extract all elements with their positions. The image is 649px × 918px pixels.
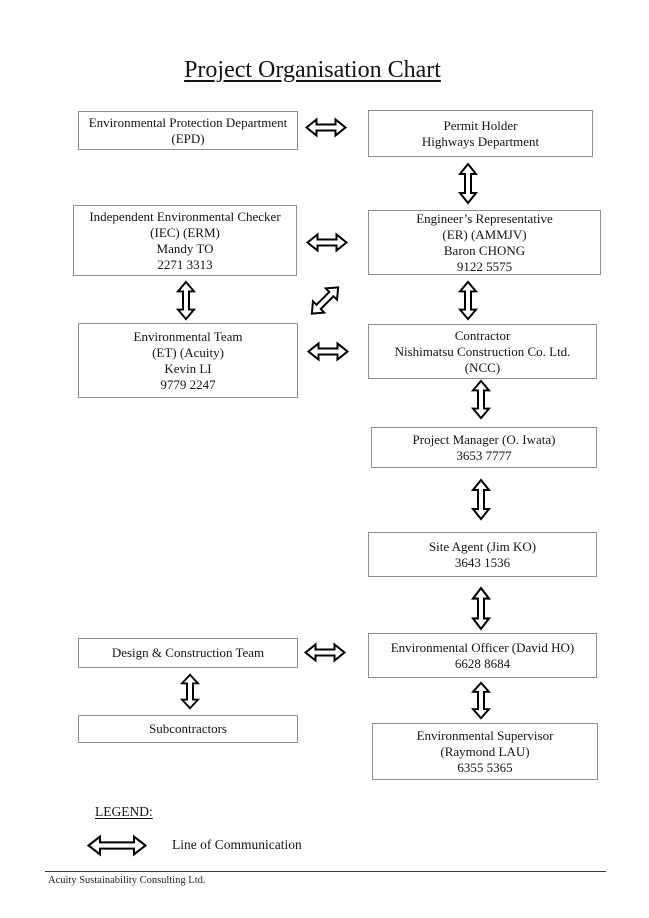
- footer-divider: [45, 871, 606, 872]
- legend-double-arrow-icon: [86, 834, 148, 857]
- node-environmental-team: Environmental Team (ET) (Acuity) Kevin L…: [78, 323, 298, 398]
- node-line: 9122 5575: [456, 258, 513, 274]
- node-site-agent: Site Agent (Jim KO) 3643 1536: [368, 532, 597, 577]
- node-line: 6628 8684: [454, 655, 511, 671]
- comm-arrow-iec-er-icon: [305, 232, 349, 253]
- node-line: 6355 5365: [457, 759, 513, 775]
- node-line: Independent Environmental Checker: [89, 208, 281, 224]
- page-title: Project Organisation Chart: [184, 57, 441, 83]
- node-line: (Raymond LAU): [440, 743, 530, 759]
- node-line: Site Agent (Jim KO): [428, 538, 537, 554]
- node-line: Project Manager (O. Iwata): [412, 431, 556, 447]
- node-contractor: Contractor Nishimatsu Construction Co. L…: [368, 324, 597, 379]
- footer-company-name: Acuity Sustainability Consulting Ltd.: [48, 875, 206, 886]
- node-line: Engineer’s Representative: [416, 210, 553, 226]
- node-line: Contractor: [454, 327, 511, 343]
- node-line: Design & Construction Team: [111, 645, 265, 660]
- node-line: (NCC): [464, 359, 501, 375]
- comm-arrow-iec-et-icon: [175, 280, 197, 321]
- node-line: Environmental Supervisor: [416, 727, 554, 743]
- node-line: 2271 3313: [157, 256, 213, 272]
- node-line: Nishimatsu Construction Co. Ltd.: [394, 343, 571, 359]
- node-project-manager: Project Manager (O. Iwata) 3653 7777: [371, 427, 597, 468]
- node-line: Baron CHONG: [443, 242, 526, 258]
- node-line: Environmental Officer (David HO): [390, 639, 575, 655]
- node-permit-holder: Permit Holder Highways Department: [368, 110, 593, 157]
- comm-arrow-et-er-diagonal-icon: [310, 286, 340, 315]
- node-independent-environmental-checker: Independent Environmental Checker (IEC) …: [73, 205, 297, 276]
- node-line: Highways Department: [421, 133, 540, 149]
- node-line: Kevin LI: [164, 360, 212, 376]
- node-line: (IEC) (ERM): [150, 224, 220, 240]
- node-line: 9779 2247: [160, 376, 216, 392]
- comm-arrow-siteagent-eo-icon: [470, 586, 492, 631]
- node-engineers-representative: Engineer’s Representative (ER) (AMMJV) B…: [368, 210, 601, 275]
- comm-arrow-dct-subcontractors-icon: [179, 673, 201, 710]
- node-design-construction-team: Design & Construction Team: [78, 638, 298, 668]
- node-line: 3643 1536: [454, 554, 511, 570]
- node-line: (ER) (AMMJV): [442, 226, 527, 242]
- comm-arrow-dct-eo-icon: [303, 642, 347, 663]
- node-environmental-officer: Environmental Officer (David HO) 6628 86…: [368, 633, 597, 678]
- node-environmental-supervisor: Environmental Supervisor (Raymond LAU) 6…: [372, 723, 598, 780]
- node-line: (ET) (Acuity): [152, 344, 224, 360]
- comm-arrow-et-contractor-icon: [306, 341, 350, 362]
- node-line: Mandy TO: [156, 240, 214, 256]
- comm-arrow-er-contractor-icon: [457, 280, 479, 321]
- node-line: Permit Holder: [443, 117, 518, 133]
- node-line: Environmental Protection Department: [88, 114, 288, 130]
- comm-arrow-pm-siteagent-icon: [470, 478, 492, 521]
- legend-label: Line of Communication: [172, 837, 302, 852]
- comm-arrow-contractor-pm-icon: [470, 379, 492, 420]
- node-subcontractors: Subcontractors: [78, 715, 298, 743]
- comm-arrow-permit-er-icon: [457, 162, 479, 205]
- comm-arrow-epd-permit-icon: [304, 117, 348, 138]
- legend-heading: LEGEND:: [95, 804, 153, 819]
- node-line: 3653 7777: [456, 447, 512, 463]
- node-environmental-protection-department: Environmental Protection Department (EPD…: [78, 111, 298, 150]
- node-line: Subcontractors: [149, 721, 227, 736]
- node-line: Environmental Team: [133, 328, 243, 344]
- node-line: (EPD): [171, 130, 205, 146]
- comm-arrow-eo-supervisor-icon: [470, 681, 492, 720]
